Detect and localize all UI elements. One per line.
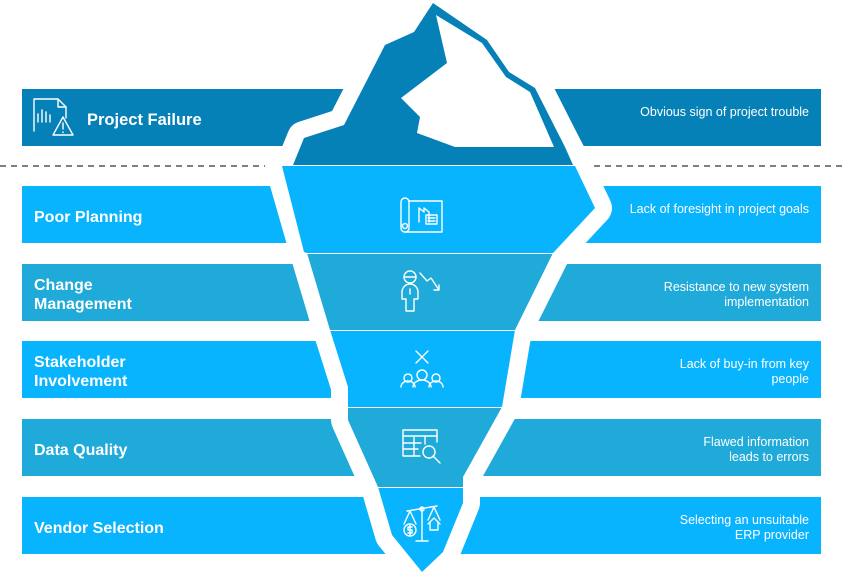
item-title: Change Management <box>34 277 132 313</box>
item-title: Stakeholder Involvement <box>34 354 128 390</box>
item-description: Lack of foresight in project goals <box>629 202 809 216</box>
report-warning-icon <box>33 98 74 136</box>
item-description: Obvious sign of project trouble <box>640 105 809 119</box>
item-description: Lack of buy-in from key people <box>679 357 809 386</box>
table-search-icon <box>402 429 441 464</box>
item-title: Vendor Selection <box>34 520 164 537</box>
blueprint-icon <box>400 197 443 233</box>
person-decline-icon <box>401 270 440 312</box>
group-reject-icon <box>400 350 444 388</box>
item-title: Data Quality <box>34 442 128 459</box>
balance-scale-icon <box>403 505 441 542</box>
item-description: Resistance to new system implementation <box>663 280 809 309</box>
iceberg-snow <box>401 15 554 147</box>
item-title: Project Failure <box>87 111 202 129</box>
item-description: Selecting an unsuitable ERP provider <box>679 513 809 542</box>
item-description: Flawed information leads to errors <box>703 435 809 464</box>
item-title: Poor Planning <box>34 209 143 226</box>
